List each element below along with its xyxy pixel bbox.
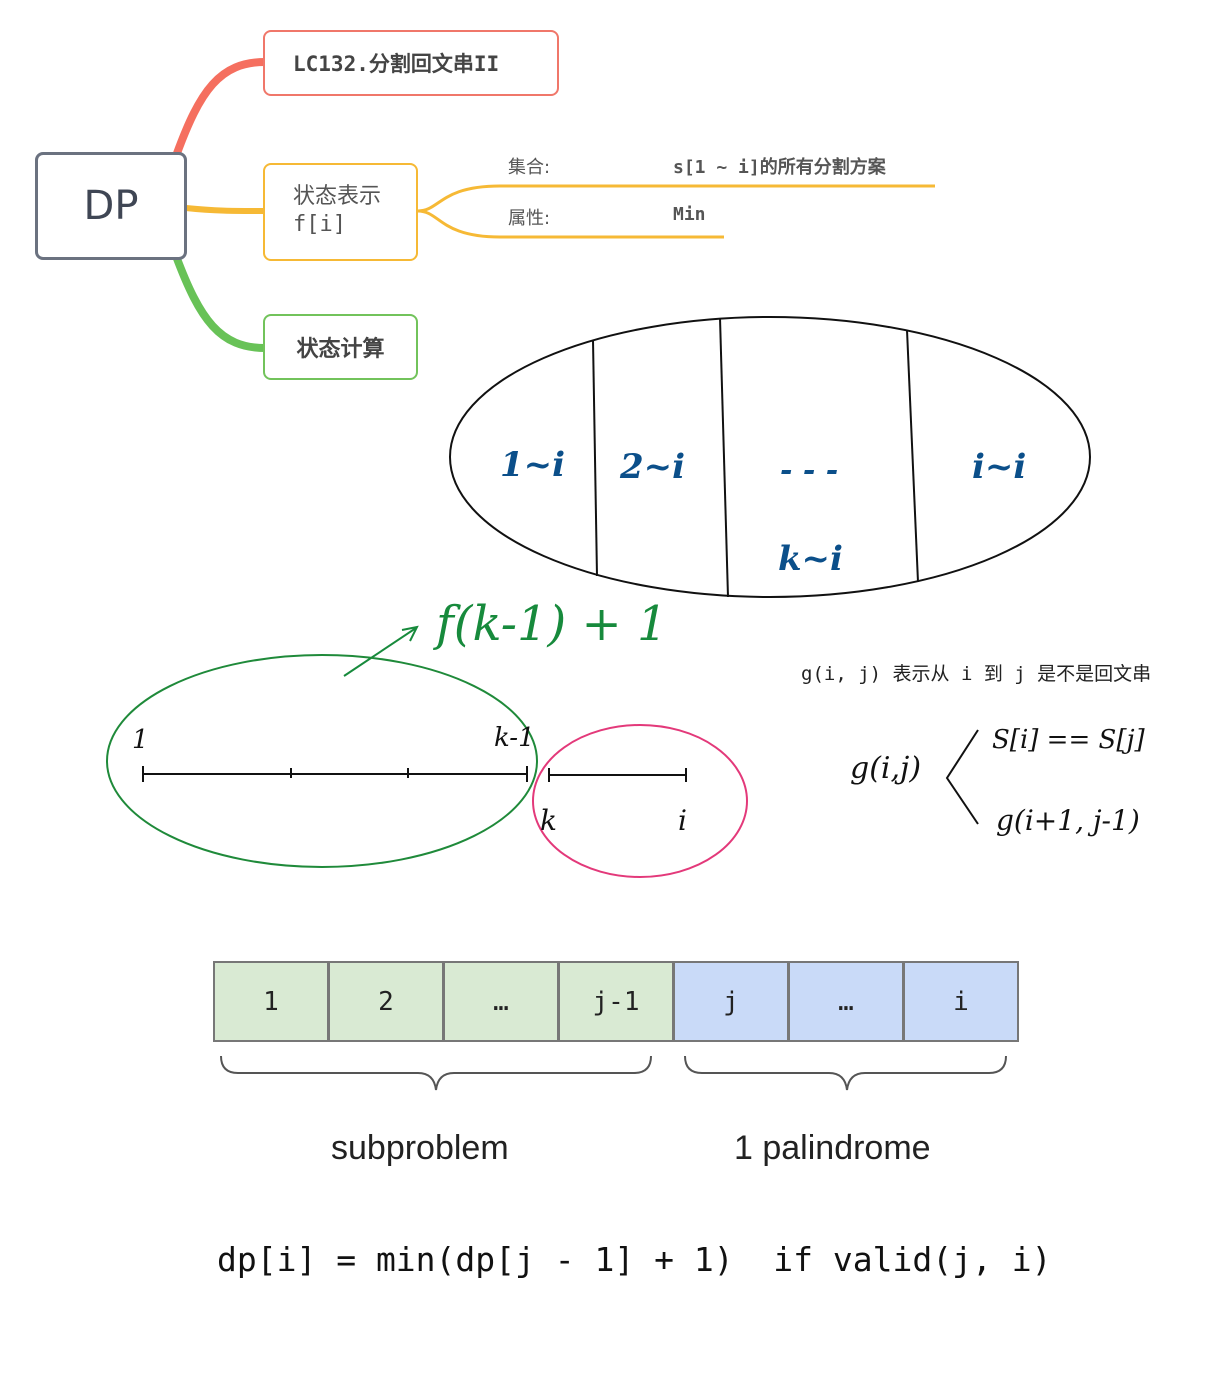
transition-formula: f(k-1) + 1 [433,596,668,652]
suffix-ellipse [532,724,748,878]
dp-formula: dp[i] = min(dp[j - 1] + 1) if valid(j, i… [217,1240,1052,1279]
array-cell: j [673,961,789,1042]
set-label: 集合: [508,157,551,178]
array-cell: j-1 [558,961,674,1042]
state-repr-node[interactable]: 状态表示 f[i] [263,163,418,261]
root-node[interactable]: DP [35,152,187,260]
partition-section-k: k~i [778,539,843,579]
g-branch-2: g(i+1, j-1) [996,804,1140,837]
partition-section-last: i~i [972,447,1026,487]
prefix-ellipse [106,654,538,868]
array-cell: i [903,961,1019,1042]
palindrome-label: 1 palindrome [734,1129,931,1167]
attr-label: 属性: [508,208,551,229]
suffix-start-label: k [540,804,557,837]
subproblem-brace [220,1055,652,1091]
palindrome-brace [684,1055,1007,1091]
partition-divider [719,317,729,598]
connector-attr-set [417,184,935,213]
partition-section-dots: - - - [780,453,838,488]
prefix-start-label: 1 [132,725,149,755]
array-cell: 1 [213,961,329,1042]
state-repr-var: f[i] [293,212,346,237]
prefix-end-label: k-1 [494,723,535,753]
transition-arrow [343,627,417,677]
array-cell: … [788,961,904,1042]
partition-section-2: 2~i [619,447,685,487]
partition-divider [906,329,919,583]
array-cell: 2 [328,961,444,1042]
partition-divider [592,339,598,577]
set-value: s[1 ~ i]的所有分割方案 [673,157,886,178]
g-branch-1: S[i] == S[j] [992,725,1146,755]
transition-arrowhead [401,625,419,642]
partition-section-1: 1~i [500,445,565,485]
suffix-end-label: i [678,804,687,837]
attr-value: Min [673,204,706,225]
partition-ellipse [449,316,1091,598]
state-calc-node[interactable]: 状态计算 [263,314,418,380]
array-cell: … [443,961,559,1042]
g-definition: g(i, j) 表示从 i 到 j 是不是回文串 [801,663,1152,685]
g-branch-lines [945,729,979,825]
connector-attr-prop [417,209,724,239]
connector-state [185,205,266,214]
connector-calc [172,254,266,352]
subproblem-label: subproblem [331,1129,509,1167]
g-lhs: g(i,j) [850,751,921,786]
state-repr-label: 状态表示 [293,184,382,209]
title-node[interactable]: LC132.分割回文串II [263,30,559,96]
connector-title [172,58,266,158]
